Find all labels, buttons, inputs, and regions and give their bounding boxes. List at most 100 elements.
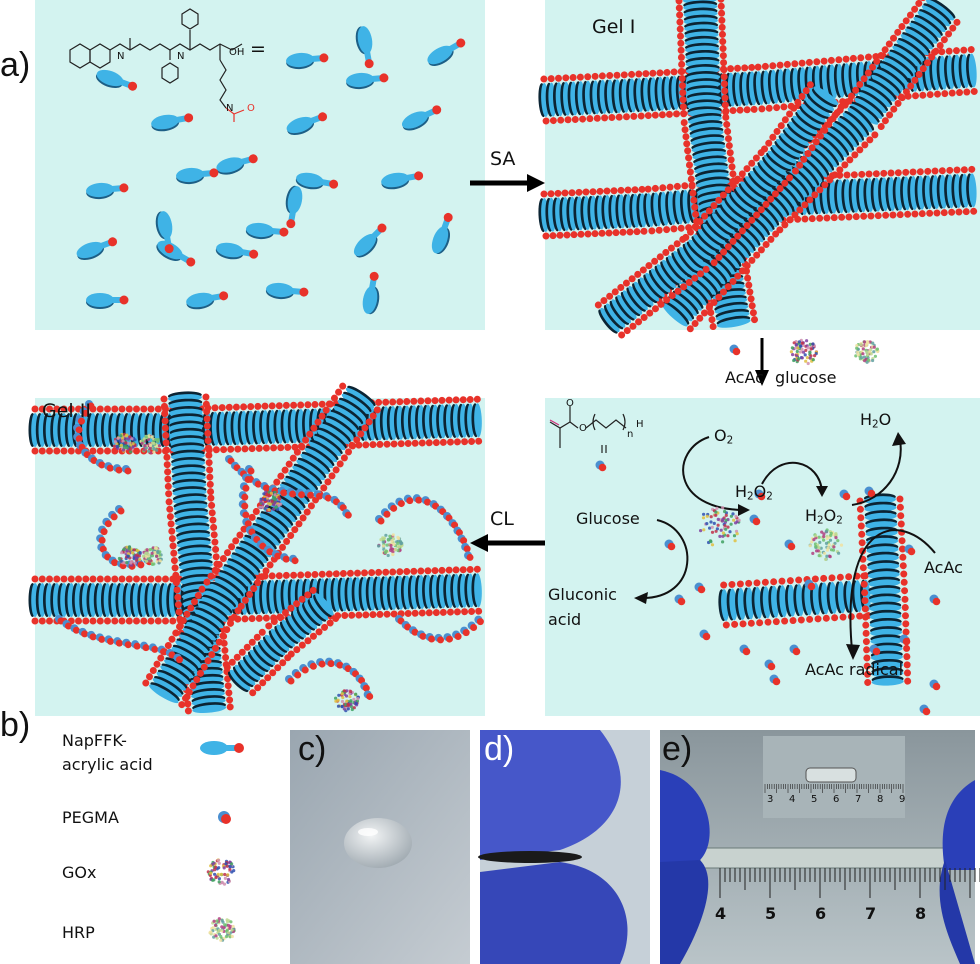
enzyme-atom: [209, 871, 213, 875]
enzyme-atom: [866, 353, 870, 357]
fiber-unit: [662, 249, 693, 286]
enzyme-atom: [138, 551, 142, 555]
fiber-unit: [708, 308, 757, 324]
fiber-unit: [639, 266, 671, 304]
fiber-unit: [863, 650, 911, 662]
pegma-dot-tip: [807, 582, 816, 591]
hrp-enzyme: [808, 528, 844, 562]
pegma-unit-tip: [411, 628, 419, 636]
pegma-unit-tip: [77, 417, 85, 425]
enzyme-atom: [856, 350, 860, 354]
enzyme-atom: [384, 533, 388, 537]
fiber-unit: [309, 586, 340, 622]
enzyme-atom: [222, 866, 226, 870]
pegma-dot-tip: [842, 492, 851, 501]
enzyme-atom: [792, 341, 796, 345]
fiber-unit: [293, 448, 336, 480]
fiber-unit: [685, 148, 734, 162]
pegma-dot-icon: [218, 811, 231, 824]
enzyme-atom: [125, 561, 129, 565]
pegma-unit-tip: [89, 633, 97, 641]
fiber-unit: [743, 165, 779, 198]
enzyme-atom: [714, 529, 718, 533]
enzyme-atom: [382, 537, 386, 541]
fiber-unit: [149, 666, 193, 696]
enzyme-atom: [871, 341, 875, 345]
enzyme-atom: [801, 350, 806, 354]
fiber-unit: [233, 653, 267, 687]
fiber-unit: [798, 92, 837, 123]
inset-ruler-number: 9: [899, 794, 906, 805]
enzyme-atom: [855, 344, 859, 348]
inset-ruler-number: 4: [789, 794, 796, 805]
fiber-unit: [841, 55, 854, 105]
fiber-unit: [172, 629, 216, 659]
enzyme-atom: [820, 530, 824, 534]
enzyme-atom: [724, 513, 728, 518]
enzyme-atom: [823, 551, 827, 555]
enzyme-atom: [808, 342, 812, 346]
enzyme-atom: [337, 693, 341, 697]
enzyme-atom: [817, 546, 821, 550]
fiber-unit: [600, 297, 631, 335]
enzyme-atom: [121, 448, 125, 452]
fiber-unit: [738, 170, 775, 203]
pegma-unit-tip: [309, 662, 317, 670]
fiber-unit: [293, 600, 323, 636]
fiber-unit: [153, 660, 197, 690]
enzyme-atom: [714, 513, 718, 517]
fiber-unit: [198, 585, 242, 615]
pegma-o2: O: [579, 423, 587, 434]
enzyme-atom: [150, 435, 154, 439]
enzyme-atom: [708, 526, 712, 530]
fiber-unit: [228, 543, 270, 575]
pegma-dot-tip: [702, 632, 711, 641]
enzyme-atom: [705, 522, 709, 526]
napffk-molecule: [95, 69, 138, 91]
enzyme-atom: [733, 539, 737, 543]
fiber-unit: [966, 46, 978, 95]
pegma-unit-tip: [160, 648, 168, 656]
enzyme-atom: [868, 340, 872, 344]
enzyme-atom: [213, 923, 218, 927]
pegma-unit-tip: [445, 635, 453, 643]
enzyme-atom: [709, 520, 713, 524]
fiber-unit: [843, 98, 885, 131]
fiber-unit: [276, 613, 306, 649]
enzyme-atom: [389, 543, 393, 548]
enzyme-atom: [714, 510, 718, 514]
enzyme-atom: [144, 559, 148, 564]
enzyme-atom: [732, 518, 736, 522]
gox-enzyme: [789, 338, 819, 366]
pegma-unit-tip: [107, 637, 115, 645]
fiber-unit: [634, 270, 665, 308]
fiber-unit: [43, 405, 54, 455]
enzyme-atom: [869, 348, 873, 352]
enzyme-atom: [271, 507, 276, 511]
enzyme-atom: [225, 920, 230, 924]
panel-label-e: e): [662, 730, 693, 768]
enzyme-atom: [228, 867, 232, 871]
enzyme-atom: [814, 544, 818, 549]
napffk-molecule-icon: [200, 741, 244, 755]
enzyme-atom: [396, 535, 400, 540]
pegma-unit-tip: [106, 464, 114, 472]
enzyme-atom: [273, 493, 277, 497]
pegma-unit-tip: [324, 494, 332, 502]
enzyme-atom: [157, 444, 162, 448]
enzyme-atom: [800, 347, 804, 351]
fiber-unit: [691, 223, 728, 256]
gox-enzyme: [117, 545, 142, 568]
enzyme-atom: [217, 917, 221, 921]
enzyme-atom: [141, 554, 145, 558]
enzyme-atom: [230, 928, 234, 932]
pegma-unit-tip: [124, 641, 132, 649]
main-ruler-number: 5: [765, 904, 777, 923]
pegma-unit-tip: [377, 517, 385, 525]
pegma-unit-tip: [428, 635, 436, 643]
enzyme-atom: [144, 551, 148, 555]
fiber-unit: [864, 667, 911, 678]
fiber-unit: [211, 566, 254, 598]
enzyme-atom: [144, 435, 148, 439]
